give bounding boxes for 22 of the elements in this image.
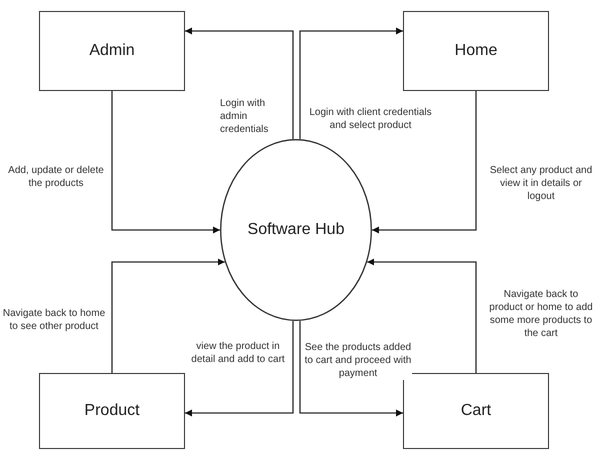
arrow (372, 91, 477, 234)
process-box (39, 11, 185, 91)
arrow (367, 258, 477, 373)
edge-label: Add, update or delete the products (6, 164, 106, 190)
node-label: Product (84, 402, 140, 420)
process-box (403, 373, 549, 449)
node-label: Admin (89, 42, 135, 60)
node-label: Cart (460, 402, 492, 420)
edge-label: See the products added to cart and proceed with payment (304, 341, 412, 380)
arrow (111, 91, 220, 234)
process-ellipse (220, 139, 372, 321)
arrow (299, 320, 403, 416)
process-box (39, 373, 185, 449)
arrow (111, 258, 225, 373)
edge-label: Navigate back to home to see other product (2, 307, 106, 333)
arrow (299, 28, 403, 140)
arrow (185, 28, 294, 140)
edge-label: Login with client credentials and select product (308, 106, 433, 132)
node-label: Home (454, 42, 498, 60)
process-box (403, 11, 549, 91)
arrow (185, 320, 294, 416)
node-label: Software Hub (248, 221, 344, 239)
